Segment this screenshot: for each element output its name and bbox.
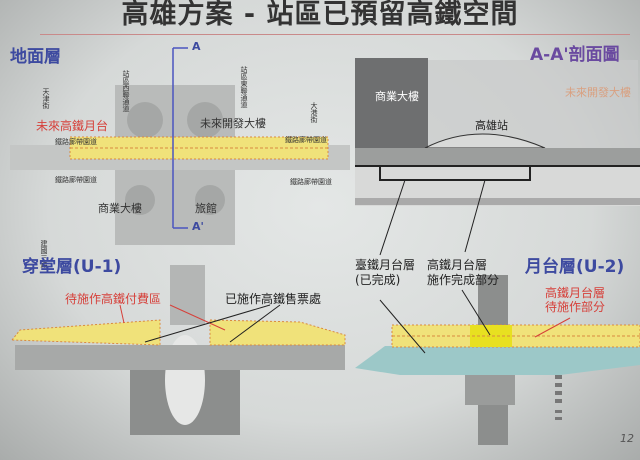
ground-plan	[10, 47, 350, 245]
section-view	[355, 58, 640, 256]
paid-area-label: 待施作高鐵付費區	[65, 292, 162, 306]
hsr-done-label: 高鐵月台層 施作完成部分	[427, 258, 500, 287]
hsr-pending-label: 高鐵月台層 待施作部分	[545, 286, 606, 314]
railway-park-label-1: 鐵路廊帶園道	[55, 138, 97, 146]
ground-level-heading: 地面層	[10, 47, 61, 67]
concourse-heading: 穿堂層(U-1)	[22, 257, 122, 277]
hotel-label: 旅館	[195, 202, 217, 215]
platform-heading: 月台層(U-2)	[525, 257, 625, 277]
west-passage-label: 站區西聯通道	[122, 70, 130, 112]
paid-area-right	[209, 319, 346, 346]
hsr-done-zone	[470, 325, 512, 347]
railway-park-label-2: 鐵路廊帶園道	[285, 136, 327, 144]
station-roof	[424, 133, 546, 149]
section-heading: A-A'剖面圖	[530, 45, 620, 65]
tra-platform-zone	[355, 345, 640, 375]
paid-area-left	[10, 319, 161, 346]
page-number: 12	[620, 432, 634, 445]
railway-park-label-3: 鐵路廊帶園道	[55, 176, 97, 184]
legend-swatches	[555, 375, 562, 420]
slide-title: 高雄方案 - 站區已預留高鐵空間	[121, 0, 519, 30]
street-left-label: 天津街	[42, 88, 50, 109]
section-commercial-label: 商業大樓	[375, 90, 419, 103]
title-divider	[40, 34, 630, 35]
future-building-label: 未來開發大樓	[200, 117, 266, 130]
station-label: 高雄站	[475, 119, 508, 132]
leader-tra	[379, 179, 406, 256]
platform-plan	[355, 275, 640, 445]
street-bottom-label: 建國三路	[40, 240, 48, 268]
tra-platform-label: 臺鐵月台層 (已完成)	[355, 258, 416, 287]
commercial-building-label: 商業大樓	[98, 202, 142, 215]
ticket-office-label: 已施作高鐵售票處	[225, 292, 322, 306]
railway-park-label-4: 鐵路廊帶園道	[290, 178, 332, 186]
leader-hsr	[464, 179, 486, 253]
east-passage-label: 站區東聯通道	[240, 66, 248, 108]
street-right-label: 大港街	[310, 102, 318, 123]
section-future-building-label: 未來開發大樓	[565, 86, 631, 99]
concourse-plan	[10, 265, 346, 435]
future-hsr-platform-label: 未來高鐵月台	[36, 119, 109, 133]
section-marker-a: A	[192, 40, 201, 53]
section-marker-a-prime: A'	[192, 220, 204, 233]
